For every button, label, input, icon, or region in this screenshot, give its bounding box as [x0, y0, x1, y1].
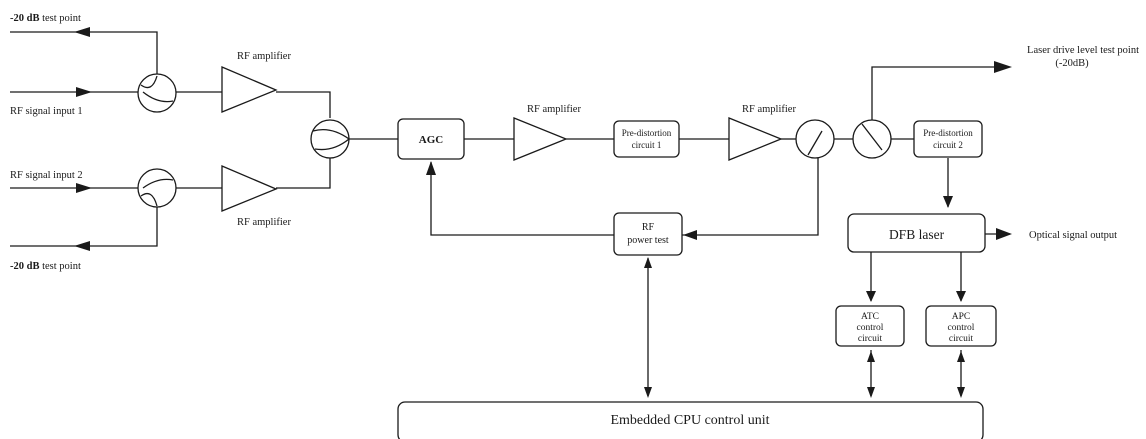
splitter-circle — [852, 119, 892, 159]
rf-signal-input-2-label: RF signal input 2 — [10, 170, 83, 181]
power-test-to-agc-wire — [430, 162, 614, 236]
apc-control-circuit-block — [925, 305, 997, 347]
predistortion1-label-line2: circuit 1 — [632, 140, 662, 150]
arrowhead — [644, 257, 652, 268]
rf-amplifier-4 — [728, 117, 783, 161]
splitter-circle — [137, 168, 177, 208]
agc-label: AGC — [419, 134, 444, 146]
amp4-label: RF amplifier — [742, 104, 796, 115]
laser-drive-label-line1: Laser drive level test point — [1027, 45, 1139, 56]
amp1-to-combiner-wire — [276, 91, 331, 118]
arrowhead — [943, 196, 953, 208]
agc-block — [397, 118, 465, 160]
rf-amplifier-1 — [221, 66, 278, 113]
predistortion2-label-line2: circuit 2 — [933, 140, 963, 150]
arrowhead — [867, 351, 875, 362]
arrowhead — [426, 161, 436, 175]
arrowhead — [996, 228, 1012, 240]
atc-label-line2: control — [857, 323, 884, 333]
optical-output-label: Optical signal output — [1029, 230, 1117, 241]
laser-drive-label-line2: (-20dB) — [1055, 58, 1089, 69]
amp2-to-combiner-wire — [276, 155, 331, 189]
arrowhead — [76, 183, 92, 193]
rf-amplifier-2 — [221, 165, 278, 212]
predistortion2-label-line1: Pre-distortion — [923, 128, 973, 138]
rf-amplifier-3 — [513, 117, 568, 161]
coupler-1 — [795, 119, 835, 159]
arrowhead — [957, 387, 965, 398]
embedded-cpu-control-unit-block — [397, 401, 984, 439]
splitter-1 — [137, 73, 177, 113]
predistortion1-label-line1: Pre-distortion — [622, 128, 672, 138]
predistortion-circuit-1-block — [613, 120, 680, 158]
rf-signal-input-1-label: RF signal input 1 — [10, 106, 83, 117]
combiner — [310, 119, 350, 159]
splitter-3 — [852, 119, 892, 159]
rf-power-test-label-line2: power test — [627, 235, 669, 246]
laser-drive-test-line — [871, 66, 1005, 120]
arrowhead — [866, 291, 876, 302]
atc-label-line1: ATC — [861, 312, 879, 322]
arrowhead — [74, 27, 90, 37]
predistortion-circuit-2-block — [913, 120, 983, 158]
dfb-laser-block — [847, 213, 986, 253]
amp3-label: RF amplifier — [527, 104, 581, 115]
arrowhead — [957, 351, 965, 362]
splitter-circle — [137, 73, 177, 113]
arrowhead — [74, 241, 90, 251]
top-test-point-line — [10, 31, 158, 76]
bottom-test-point-label: -20 dB test point — [10, 261, 81, 272]
arrowhead — [683, 230, 697, 240]
arrowhead — [867, 387, 875, 398]
arrowhead — [644, 387, 652, 398]
apc-label-line2: control — [948, 323, 975, 333]
coupler-circle — [795, 119, 835, 159]
coupler-to-power-test-wire — [682, 155, 819, 236]
atc-label-line3: circuit — [858, 334, 883, 344]
cpu-label: Embedded CPU control unit — [610, 413, 769, 428]
amp2-label: RF amplifier — [237, 217, 291, 228]
amp1-label: RF amplifier — [237, 51, 291, 62]
apc-label-line1: APC — [952, 312, 970, 322]
arrowhead — [956, 291, 966, 302]
dfb-laser-label: DFB laser — [889, 227, 945, 242]
arrowhead — [76, 87, 92, 97]
atc-control-circuit-block — [835, 305, 905, 347]
arrowheads — [74, 27, 1012, 398]
combiner-circle — [310, 119, 350, 159]
apc-label-line3: circuit — [949, 334, 974, 344]
rf-power-test-block — [613, 212, 683, 256]
top-test-point-label: -20 dB test point — [10, 13, 81, 24]
arrowhead — [994, 61, 1012, 73]
signal-wires — [10, 31, 1010, 396]
rf-power-test-label-line1: RF — [642, 222, 655, 233]
splitter-2 — [137, 168, 177, 208]
bottom-test-point-line — [10, 203, 158, 247]
